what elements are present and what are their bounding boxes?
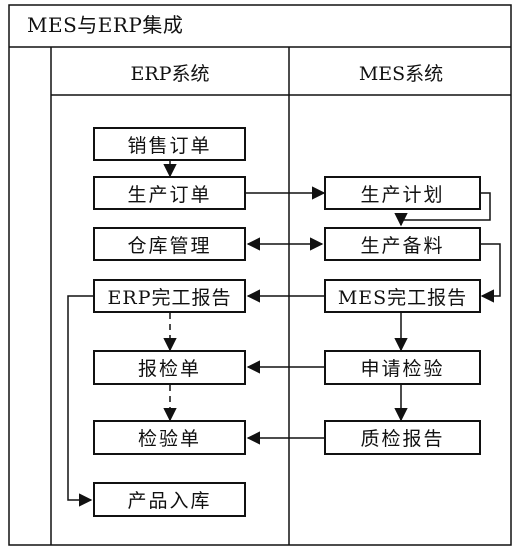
arrow-plan-to-prep	[394, 192, 491, 227]
column-header-mes: MES系统	[358, 63, 444, 85]
node-quality-report: 质检报告	[324, 420, 481, 455]
arrow-prep-to-mes-report	[480, 243, 501, 303]
node-apply-inspection: 申请检验	[324, 350, 481, 385]
node-production-order: 生产订单	[93, 176, 246, 210]
outer-frame	[8, 4, 512, 546]
node-production-prep: 生产备料	[324, 227, 481, 261]
column-header-erp: ERP系统	[130, 63, 210, 85]
node-warehouse-management: 仓库管理	[93, 227, 246, 261]
arrow-erp-report-to-warehousing	[67, 295, 93, 507]
node-inspection-request-form: 报检单	[93, 350, 246, 385]
diagram-title: MES与ERP集成	[27, 13, 184, 37]
node-mes-completion-report: MES完工报告	[324, 279, 481, 313]
node-erp-completion-report: ERP完工报告	[93, 279, 246, 313]
node-product-warehousing: 产品入库	[93, 482, 246, 517]
node-sales-order: 销售订单	[93, 127, 246, 161]
node-production-plan: 生产计划	[324, 176, 481, 210]
node-inspection-form: 检验单	[93, 420, 246, 455]
